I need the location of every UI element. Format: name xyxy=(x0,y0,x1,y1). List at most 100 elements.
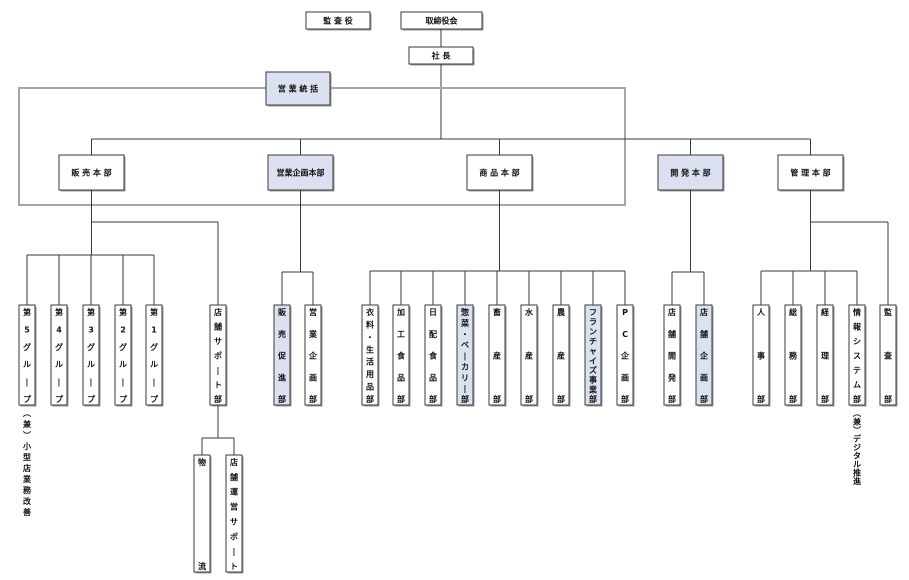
dept-note: ︵兼︶デジタル推進 xyxy=(852,409,862,486)
auditor-box-box xyxy=(305,11,371,30)
dept-hq-merchandise-4-box xyxy=(488,304,506,406)
dept-hq-merchandise-4[interactable]: 畜産部 xyxy=(488,304,507,407)
dept-hq-development-0-label: 店舗開発部 xyxy=(667,307,677,404)
dept-hq-administration-0[interactable]: 人事部 xyxy=(752,304,771,407)
dept-hq-merchandise-2[interactable]: 日配食品部 xyxy=(424,304,443,407)
dept-hq-merchandise-8-box xyxy=(616,304,634,406)
dept-hq-sales-planning-0-label: 販売促進部 xyxy=(277,307,287,404)
dept-hq-merchandise-5-box xyxy=(520,304,538,406)
dept-hq-administration-2-box xyxy=(816,304,834,406)
hq-merchandise-box[interactable]: 商 品 本 部 xyxy=(466,154,534,192)
dept-hq-administration-3-box xyxy=(848,304,866,406)
sales-supervision-box[interactable]: 営 業 統 括 xyxy=(265,71,332,107)
hq-sales-box-box xyxy=(58,154,125,191)
dept-hq-sales-5-label: 店舗サポ|ト部 xyxy=(213,307,222,404)
subdept-0[interactable]: 物流 xyxy=(193,454,212,574)
hq-merchandise-box-label: 商 品 本 部 xyxy=(479,168,519,178)
dept-hq-development-1[interactable]: 店舗企画部 xyxy=(695,304,714,407)
hq-sales-box-label: 販 売 本 部 xyxy=(71,168,111,178)
dept-hq-merchandise-2-label: 日配食品部 xyxy=(429,308,438,404)
president-box[interactable]: 社 長 xyxy=(408,46,475,66)
dept-hq-merchandise-6[interactable]: 農産部 xyxy=(552,304,571,407)
dept-hq-administration-4-label: 監査部 xyxy=(883,307,893,404)
dept-hq-merchandise-7-box xyxy=(584,304,602,406)
dept-hq-administration-0-box xyxy=(752,304,770,406)
dept-hq-sales-0-box xyxy=(18,304,36,406)
dept-hq-administration-3-label: 情報システム部 xyxy=(852,307,862,404)
dept-hq-merchandise-0-label: 衣料・生活用品部 xyxy=(365,307,374,404)
dept-hq-sales-planning-1-label: 営業企画部 xyxy=(308,307,318,404)
hq-sales-planning-box[interactable]: 営業企画本部 xyxy=(267,154,335,192)
dept-hq-sales-planning-1[interactable]: 営業企画部 xyxy=(304,304,323,407)
dept-hq-merchandise-5-label: 水産部 xyxy=(524,307,534,404)
dept-hq-administration-4-box xyxy=(879,304,897,406)
dept-hq-sales-4-box xyxy=(145,304,163,406)
hq-development-box[interactable]: 開 発 本 部 xyxy=(657,154,725,192)
dept-hq-administration-3[interactable]: 情報システム部 xyxy=(848,304,867,407)
dept-hq-development-0[interactable]: 店舗開発部 xyxy=(663,304,682,407)
auditor-box-label: 監 査 役 xyxy=(323,16,353,26)
dept-hq-development-1-label: 店舗企画部 xyxy=(699,307,709,404)
subdept-1-label: 店舗運営サポ|ト xyxy=(229,457,238,571)
dept-hq-administration-2-label: 経理部 xyxy=(821,307,830,404)
dept-hq-merchandise-0[interactable]: 衣料・生活用品部 xyxy=(361,304,380,407)
dept-hq-sales-planning-0-box xyxy=(273,304,291,406)
subdept-0-label: 物流 xyxy=(198,457,206,571)
dept-hq-administration-0-label: 人事部 xyxy=(757,307,766,404)
dept-hq-administration-2[interactable]: 経理部 xyxy=(816,304,835,407)
dept-hq-sales-planning-1-box xyxy=(304,304,322,406)
dept-hq-merchandise-7[interactable]: フランチャイズ事業部 xyxy=(584,304,603,407)
dept-hq-merchandise-3-box xyxy=(456,304,474,406)
hq-administration-box-box xyxy=(777,154,844,191)
sales-supervision-box-label: 営 業 統 括 xyxy=(278,84,318,94)
dept-hq-administration-1[interactable]: 総務部 xyxy=(784,304,803,407)
dept-hq-sales-3-box xyxy=(114,304,132,406)
dept-hq-merchandise-3[interactable]: 惣菜・ベ|カリ|部 xyxy=(456,304,475,407)
dept-hq-development-0-box xyxy=(663,304,681,406)
dept-hq-sales-planning-0[interactable]: 販売促進部 xyxy=(273,304,292,407)
hq-development-box-box xyxy=(657,154,724,191)
president-box-label: 社 長 xyxy=(431,51,452,61)
subdept-1[interactable]: 店舗運営サポ|ト xyxy=(225,454,244,574)
dept-note: ︵兼︶小型店業務改善 xyxy=(22,409,32,517)
dept-hq-administration-4[interactable]: 監査部 xyxy=(879,304,898,407)
dept-hq-merchandise-6-box xyxy=(552,304,570,406)
sales-supervision-box-box xyxy=(265,71,331,106)
dept-hq-merchandise-5[interactable]: 水産部 xyxy=(520,304,539,407)
dept-hq-merchandise-4-label: 畜産部 xyxy=(493,307,501,404)
dept-hq-merchandise-1-label: 加工食品部 xyxy=(396,307,406,404)
hq-sales-planning-box-label: 営業企画本部 xyxy=(277,168,325,178)
dept-hq-sales-2-box xyxy=(82,304,100,406)
dept-hq-merchandise-3-label: 惣菜・ベ|カリ|部 xyxy=(460,307,469,404)
dept-hq-sales-1-box xyxy=(50,304,68,406)
board-box-label: 取締役会 xyxy=(426,16,458,26)
hq-administration-box[interactable]: 管 理 本 部 xyxy=(777,154,845,192)
auditor-box[interactable]: 監 査 役 xyxy=(305,11,372,31)
dept-hq-merchandise-1-box xyxy=(392,304,410,406)
board-box[interactable]: 取締役会 xyxy=(400,11,484,31)
dept-hq-merchandise-1[interactable]: 加工食品部 xyxy=(392,304,411,407)
hq-development-box-label: 開 発 本 部 xyxy=(670,168,710,178)
subdept-1-box xyxy=(225,454,243,573)
dept-hq-sales-5[interactable]: 店舗サポ|ト部 xyxy=(209,304,228,407)
dept-hq-merchandise-6-label: 農産部 xyxy=(557,307,565,404)
dept-hq-administration-1-box xyxy=(784,304,802,406)
dept-hq-merchandise-2-box xyxy=(424,304,442,406)
hq-sales-planning-box-box xyxy=(267,154,334,191)
hq-sales-box[interactable]: 販 売 本 部 xyxy=(58,154,126,192)
dept-hq-administration-1-label: 総務部 xyxy=(789,307,798,404)
dept-hq-merchandise-7-label: フランチャイズ事業部 xyxy=(588,308,598,404)
